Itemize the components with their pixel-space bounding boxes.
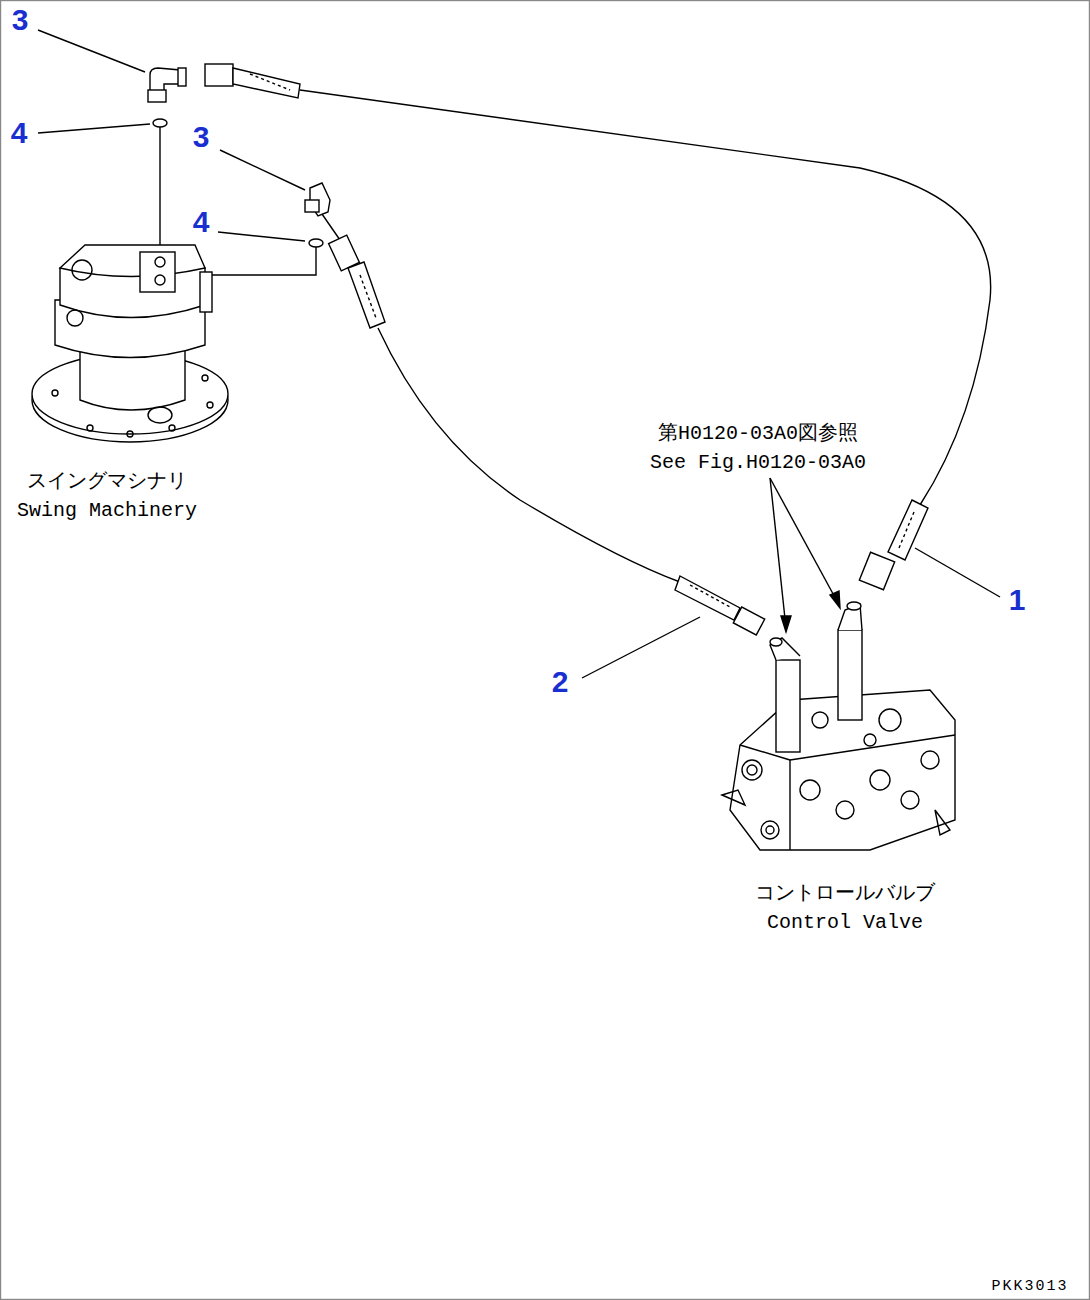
reference-arrows xyxy=(770,478,840,632)
callout-number: 4 xyxy=(191,205,212,240)
drawing-code: PKK3013 xyxy=(989,1278,1070,1295)
callout-number: 1 xyxy=(1007,583,1028,618)
callout-number: 4 xyxy=(9,116,30,151)
part-name: Control Valve xyxy=(765,911,925,934)
callout-number: 3 xyxy=(191,120,212,155)
part-name: コントロールバルブ xyxy=(753,882,937,905)
valve-pipes xyxy=(770,602,862,752)
swing-machinery xyxy=(32,245,228,442)
hose-1 xyxy=(205,64,991,590)
elbow-fitting xyxy=(148,68,186,102)
callout-number: 2 xyxy=(550,665,571,700)
leader-lines xyxy=(38,30,1000,678)
elbow-fitting xyxy=(305,183,330,216)
reference-note: 第H0120-03A0図参照 xyxy=(656,422,860,445)
part-name: Swing Machinery xyxy=(15,499,199,522)
callout-number: 3 xyxy=(10,3,31,38)
o-ring xyxy=(309,239,323,247)
reference-note: See Fig.H0120-03A0 xyxy=(648,451,868,474)
o-ring xyxy=(153,119,167,127)
part-name: スイングマシナリ xyxy=(25,470,189,493)
